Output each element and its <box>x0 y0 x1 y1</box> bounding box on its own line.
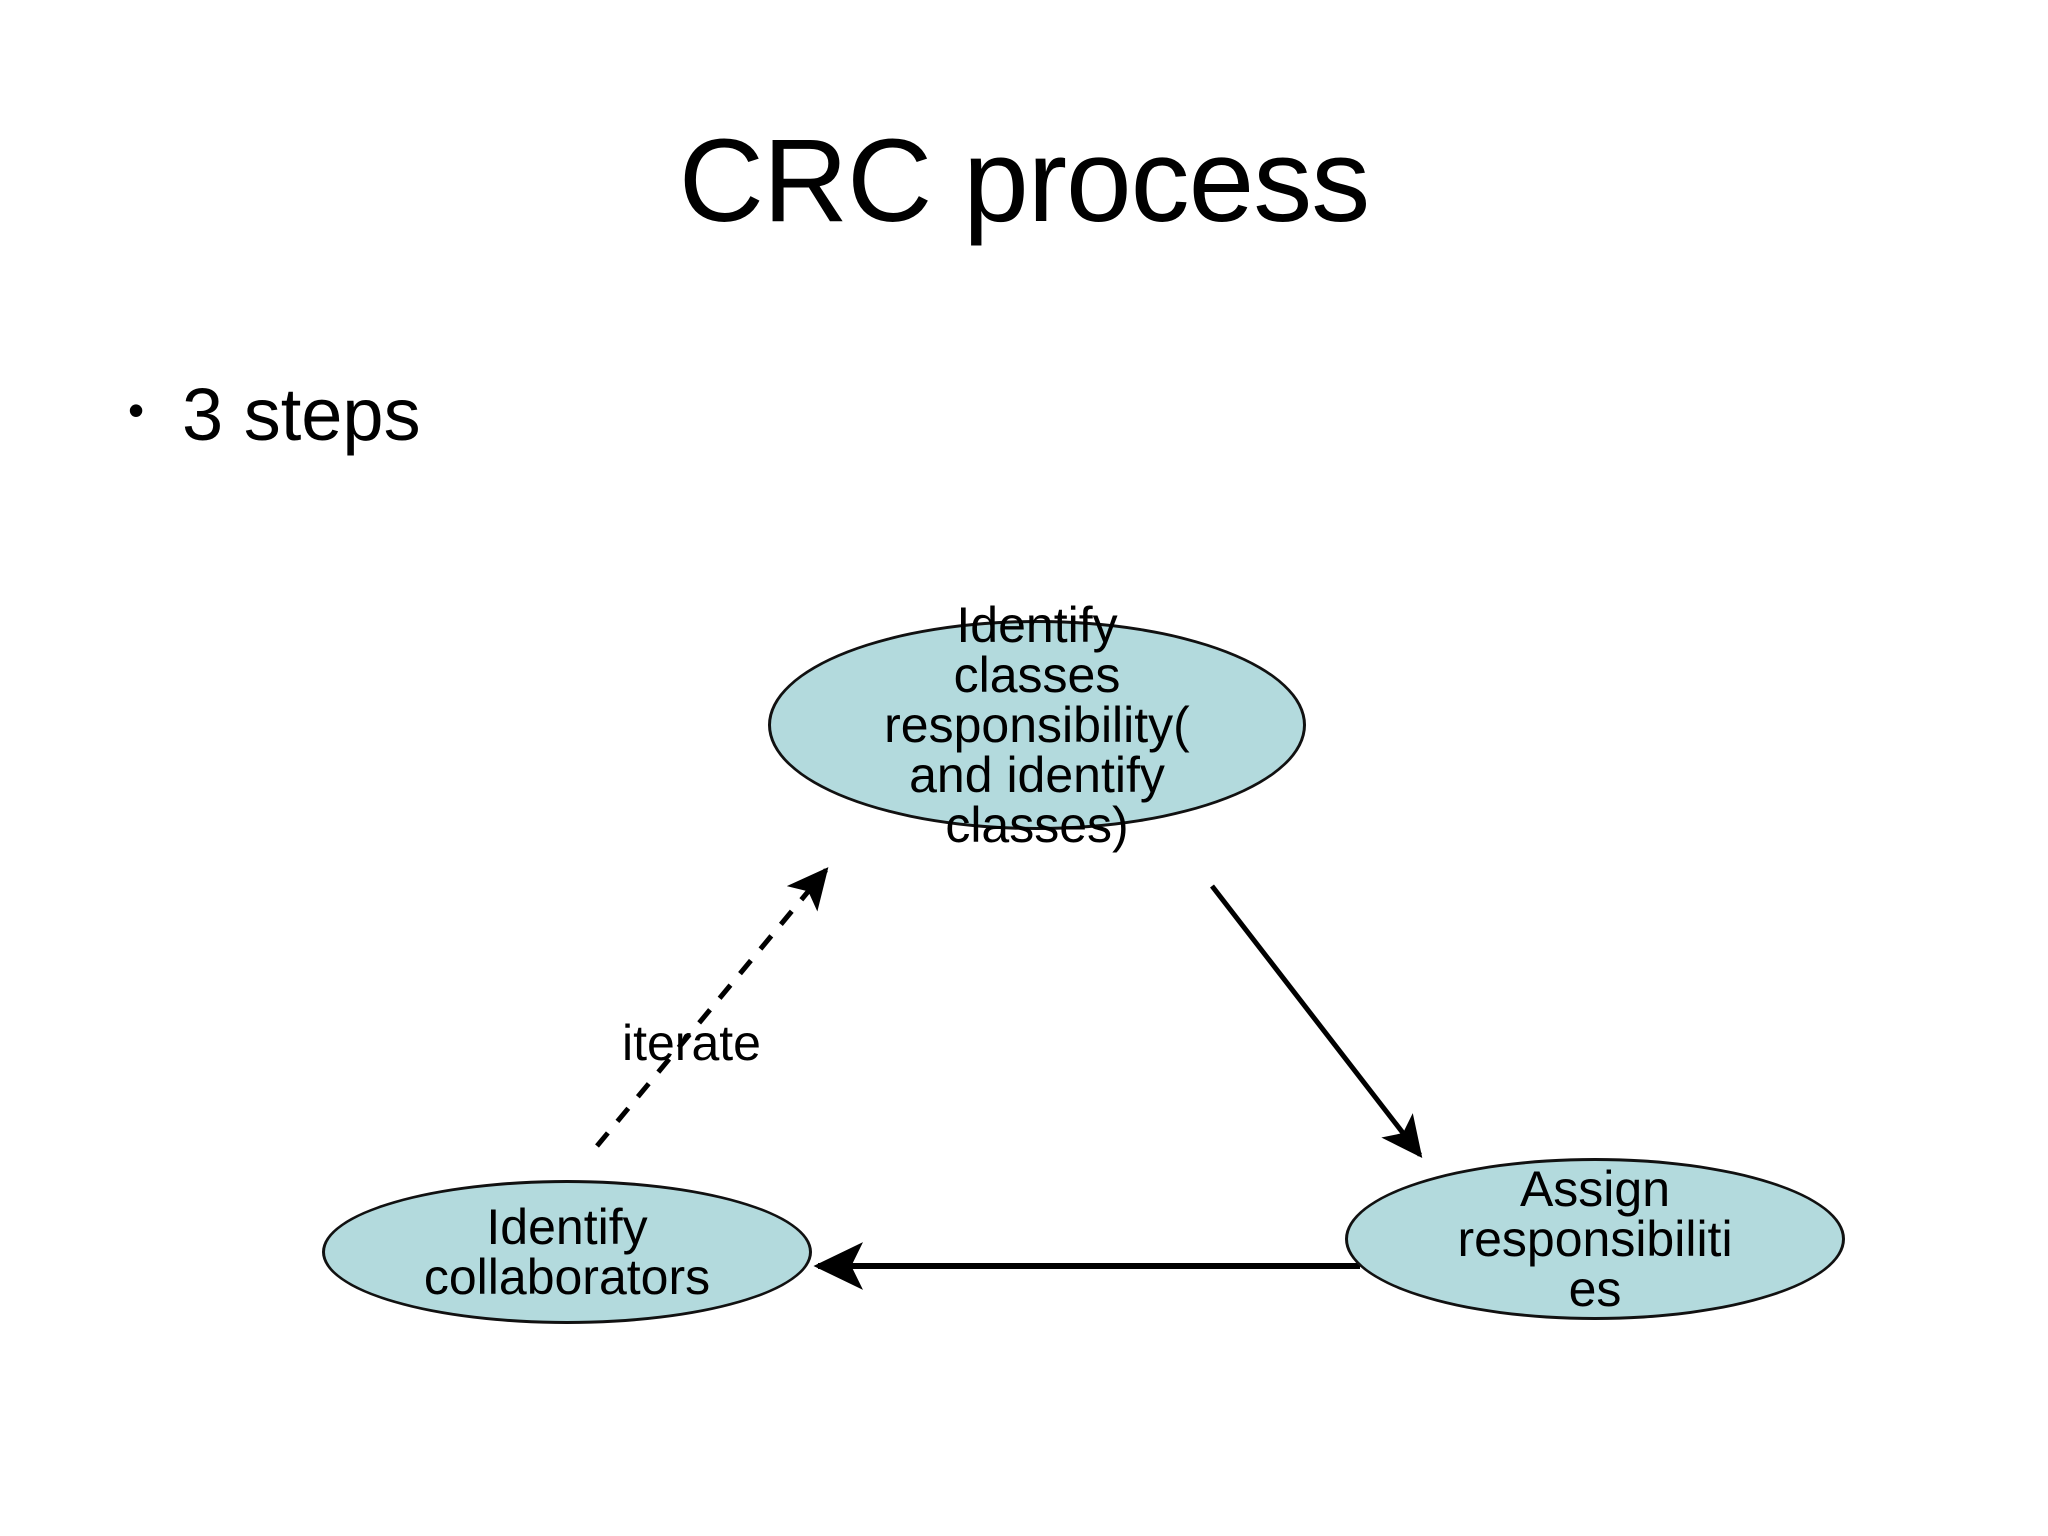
diagram-node-identify-collaborators-label: Identify collaborators <box>423 1199 711 1305</box>
list-item: • 3 steps <box>110 372 1810 457</box>
page-title: CRC process <box>678 115 1371 247</box>
diagram-node-identify-classes[interactable]: Identify classes responsibility( and ide… <box>768 600 1306 850</box>
diagram-node-identify-collaborators[interactable]: Identify collaborators <box>322 1180 812 1324</box>
diagram-node-assign-responsibilities-label: Assign responsibiliti es <box>1457 1161 1733 1317</box>
edge-collaborators-to-classes <box>595 867 829 1148</box>
bullet-point-icon: • <box>128 384 145 436</box>
bullet-item-label: 3 steps <box>182 373 421 456</box>
diagram-node-identify-classes-label: Identify classes responsibility( and ide… <box>884 597 1190 853</box>
edge-label-iterate: iterate <box>622 1015 761 1071</box>
bullet-list: • 3 steps <box>110 372 1810 457</box>
edge-classes-to-assign <box>1210 884 1423 1158</box>
diagram-node-assign-responsibilities[interactable]: Assign responsibiliti es <box>1345 1158 1845 1320</box>
